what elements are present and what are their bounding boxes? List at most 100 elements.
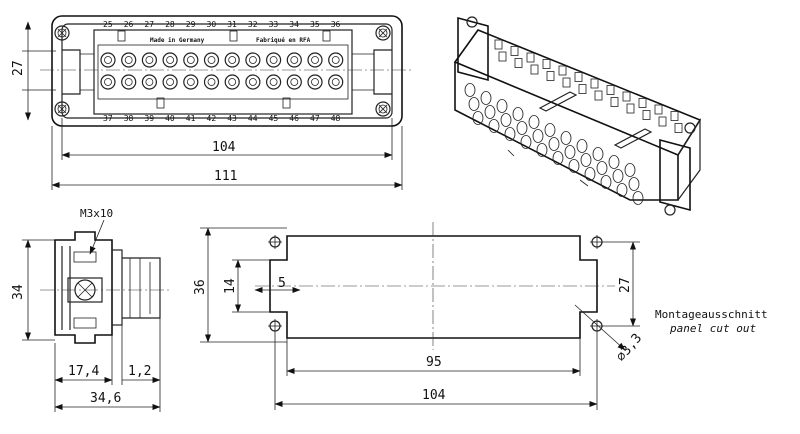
iso-hole	[496, 99, 508, 113]
contact-hole	[162, 52, 178, 68]
corner-screw-tr	[375, 25, 391, 41]
pin-number: 44	[248, 114, 258, 123]
contact-hole	[266, 52, 282, 68]
iso-rail	[538, 91, 578, 112]
iso-hole	[608, 155, 620, 169]
side-clip	[73, 317, 97, 329]
iso-screw	[664, 204, 676, 216]
coding-pin	[229, 30, 238, 42]
iso-hole	[628, 177, 640, 191]
mount-hole	[590, 319, 604, 333]
corner-screw-tl	[54, 25, 70, 41]
iso-screw	[684, 122, 696, 134]
iso-front-face	[454, 62, 679, 201]
mount-hole	[590, 235, 604, 249]
left-flange	[62, 49, 81, 95]
coding-pin	[322, 30, 331, 42]
housing-outline	[51, 15, 403, 127]
iso-hole	[512, 107, 524, 121]
contact-hole	[203, 74, 220, 90]
mount-hole	[268, 319, 282, 333]
iso-hole	[480, 91, 492, 105]
pin-number: 48	[331, 114, 341, 123]
iso-contact	[510, 46, 523, 68]
iso-end-cap-left	[457, 16, 489, 82]
iso-end-cap-right	[659, 138, 691, 212]
side-view: M3x10 34 17,4 1,2 34,6	[11, 207, 170, 412]
contact-hole	[100, 74, 116, 90]
iso-hole	[624, 163, 636, 177]
iso-contact	[574, 72, 587, 94]
contact-hole	[307, 74, 323, 90]
isometric-view	[453, 16, 702, 216]
iso-hole	[468, 97, 480, 111]
corner-screw-br	[375, 101, 391, 117]
contact-hole	[203, 52, 220, 68]
pin-number: 39	[144, 114, 154, 123]
dia-leader	[574, 304, 626, 351]
iso-hole	[484, 105, 496, 119]
contact-hole	[328, 74, 344, 90]
housing-inner	[61, 23, 393, 119]
contact-hole	[121, 52, 137, 68]
pin-number: 31	[227, 20, 237, 29]
contact-hole	[100, 52, 116, 68]
contact-hole	[141, 74, 157, 90]
iso-contact	[590, 78, 603, 101]
side-housing	[54, 231, 113, 344]
iso-contact	[542, 59, 555, 81]
contact-row-top	[100, 52, 344, 68]
pin-number: 45	[269, 114, 279, 123]
iso-hole	[576, 139, 588, 153]
iso-hole	[532, 129, 544, 143]
iso-contact	[494, 39, 507, 62]
dim-cutout-inner-label: 14	[223, 278, 238, 294]
contact-hole	[266, 74, 282, 90]
dim-hole-v-label: 27	[618, 277, 633, 293]
iso-hole	[580, 153, 592, 167]
iso-hole	[584, 167, 596, 181]
iso-hole	[560, 131, 572, 145]
contact-hole	[141, 52, 157, 68]
insert-face	[97, 44, 349, 100]
iso-hole	[548, 137, 560, 151]
iso-rail	[613, 128, 653, 149]
contact-hole	[286, 52, 302, 68]
iso-front-holes	[464, 83, 644, 205]
pin-number: 36	[331, 20, 341, 29]
contact-hole	[183, 74, 199, 90]
iso-hole	[528, 115, 540, 129]
iso-side-face	[677, 117, 701, 201]
contact-hole	[328, 52, 344, 68]
contact-hole	[286, 74, 302, 90]
iso-hole	[464, 83, 476, 97]
coding-pin	[282, 97, 291, 109]
contact-hole	[162, 74, 178, 90]
iso-contact	[622, 91, 635, 114]
dia-label: ⌀3,3	[614, 331, 646, 365]
dim-cutout-height-label: 36	[193, 279, 208, 295]
pin-number: 40	[165, 114, 175, 123]
side-flange	[111, 249, 123, 326]
cutout-view: 36 14 5 27 95 104 ⌀3,3 Montageausschnitt…	[193, 222, 768, 410]
iso-hole	[472, 111, 484, 125]
dim-side-height-label: 34	[11, 284, 26, 300]
pin-number: 26	[124, 20, 134, 29]
pin-number: 41	[186, 114, 196, 123]
iso-hole	[616, 183, 628, 197]
dim-depth1-label: 17,4	[68, 364, 99, 379]
dim-small-label: 5	[278, 276, 286, 291]
made-in-text: Made in Germany	[150, 37, 205, 44]
pin-number: 38	[124, 114, 134, 123]
iso-contact	[526, 52, 539, 75]
side-insert	[122, 257, 161, 319]
dim-104-label: 104	[212, 140, 236, 155]
pin-number: 29	[186, 20, 196, 29]
iso-contact	[638, 98, 651, 120]
iso-hole	[500, 113, 512, 127]
iso-hole	[488, 119, 500, 133]
mount-hole	[268, 235, 282, 249]
